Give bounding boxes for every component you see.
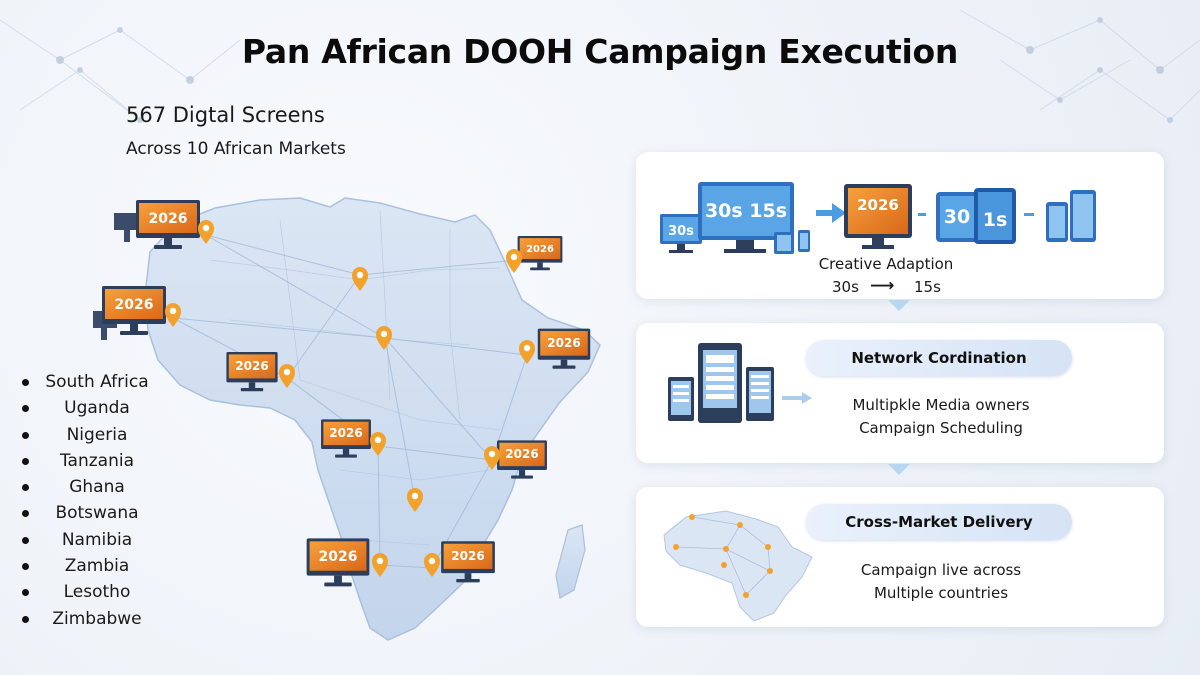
- monitor-icon: 30s: [660, 214, 702, 253]
- list-item: Namibia: [22, 528, 162, 554]
- monitor-icon: 2026: [844, 184, 912, 249]
- list-item: Zimbabwe: [22, 607, 162, 633]
- svg-text:2026: 2026: [319, 549, 358, 565]
- svg-text:30s 15s: 30s 15s: [705, 200, 787, 222]
- svg-text:30: 30: [944, 206, 970, 228]
- creative-adaption-card: 30s 30s 15s 2026 30: [636, 152, 1164, 299]
- madagascar-shape: [555, 524, 586, 599]
- chevron-down-icon: [888, 300, 910, 311]
- location-pin-icon: [673, 514, 773, 598]
- cross-market-delivery-card: Cross-Market Delivery Campaign live acro…: [636, 487, 1164, 627]
- digital-screen-icon: 2026: [226, 352, 278, 392]
- svg-text:2026: 2026: [547, 336, 580, 350]
- list-item: Botswana: [22, 501, 162, 527]
- digital-screen-icon: 2026: [517, 236, 563, 271]
- svg-text:2026: 2026: [526, 244, 554, 255]
- arrow-right-icon: ⟶: [870, 276, 895, 296]
- cross-market-delivery-line1: Campaign live across: [860, 561, 1022, 579]
- media-kiosks-illustration: [668, 343, 812, 423]
- screen-count-text: 567 Digtal Screens: [126, 103, 325, 127]
- digital-screen-icon: 2026: [537, 328, 591, 369]
- svg-text:1s: 1s: [983, 209, 1008, 231]
- digital-screen-icon: 2026: [114, 200, 200, 249]
- cross-market-delivery-line2: Multiple countries: [873, 584, 1009, 602]
- network-coordination-title: Network Cordination: [806, 340, 1072, 376]
- list-item: Nigeria: [22, 423, 162, 449]
- duration-from: 30s: [832, 278, 859, 296]
- network-coordination-card: Network Cordination Multipkle Media owne…: [636, 323, 1164, 463]
- svg-text:2026: 2026: [115, 297, 154, 313]
- svg-text:2026: 2026: [235, 359, 268, 373]
- digital-screen-icon: 2026: [306, 538, 370, 587]
- svg-text:2026: 2026: [451, 549, 484, 563]
- duration-to: 15s: [914, 278, 941, 296]
- network-coordination-line1: Multipkle Media owners: [852, 396, 1030, 414]
- market-count-text: Across 10 African Markets: [126, 139, 346, 159]
- creative-adaption-label: Creative Adaption: [818, 255, 954, 273]
- digital-screen-icon: 2026: [93, 286, 166, 340]
- creative-devices-illustration: 30s 30s 15s 2026 30: [660, 182, 1096, 254]
- svg-text:2026: 2026: [505, 447, 538, 461]
- cross-market-delivery-title: Cross-Market Delivery: [806, 504, 1072, 540]
- list-item: South Africa: [22, 370, 162, 396]
- markets-list: South Africa Uganda Nigeria Tanzania Gha…: [22, 370, 162, 633]
- svg-text:30s: 30s: [668, 224, 694, 239]
- digital-screen-icon: 2026: [321, 419, 371, 458]
- arrow-right-icon: [816, 203, 846, 223]
- network-coordination-line2: Campaign Scheduling: [859, 419, 1023, 437]
- digital-screen-icon: 2026: [441, 541, 495, 583]
- list-item: Tanzania: [22, 449, 162, 475]
- svg-text:2026: 2026: [857, 196, 899, 214]
- list-item: Uganda: [22, 396, 162, 422]
- svg-text:2026: 2026: [329, 426, 362, 440]
- svg-text:2026: 2026: [149, 211, 188, 227]
- list-item: Lesotho: [22, 580, 162, 606]
- kiosk-icon: [698, 343, 742, 423]
- tablet-icon: 1s: [974, 188, 1016, 244]
- kiosk-icon: [746, 367, 774, 421]
- list-item: Zambia: [22, 554, 162, 580]
- monitor-icon: 30s 15s: [698, 182, 794, 253]
- phone-icon: [1046, 190, 1096, 242]
- page-title: Pan African DOOH Campaign Execution: [241, 32, 959, 71]
- digital-screen-icon: 2026: [497, 440, 547, 479]
- chevron-down-icon: [888, 464, 910, 475]
- kiosk-icon: [668, 377, 694, 421]
- list-item: Ghana: [22, 475, 162, 501]
- arrow-right-icon: [782, 392, 812, 404]
- tablet-icon: 30: [936, 192, 978, 242]
- mini-africa-map: [663, 510, 813, 622]
- africa-continent-shape: [144, 197, 601, 641]
